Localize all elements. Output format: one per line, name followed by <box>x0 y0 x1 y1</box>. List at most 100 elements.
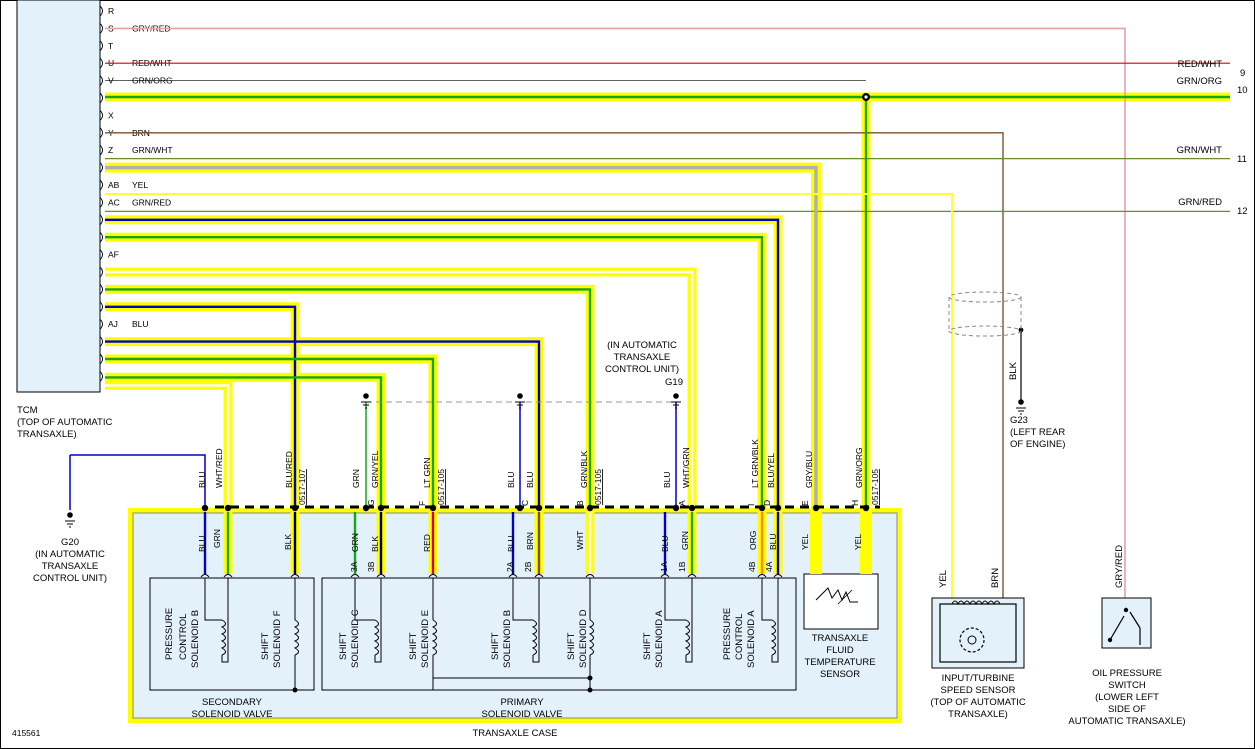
edge-number: 10 <box>1237 85 1248 96</box>
pin-connector-icon <box>99 75 103 86</box>
pin-connector-icon <box>99 92 103 104</box>
solenoid-lead <box>771 578 779 663</box>
tfts-label: SENSOR <box>820 669 860 680</box>
case-wire-label: 4A <box>764 561 774 572</box>
speed-sensor-wire-brn: BRN <box>990 568 1001 588</box>
case-wire-label: 3B <box>366 561 376 572</box>
speed-sensor-label: (TOP OF AUTOMATIC <box>930 697 1026 708</box>
connector-icon <box>773 574 783 578</box>
solenoid-label: SOLENOID B <box>190 610 201 668</box>
figure-id: 415561 <box>12 728 41 738</box>
wire-color-label: WHT/RED <box>214 448 224 488</box>
tcm-module <box>16 0 101 393</box>
solenoid-coil-icon <box>220 619 226 656</box>
connector-icon <box>290 574 300 578</box>
pin-connector-icon <box>99 284 103 295</box>
wire-highlight <box>105 337 544 510</box>
wire <box>105 357 435 510</box>
wire <box>105 384 230 510</box>
case-wire-label: BLK <box>283 534 293 550</box>
wire-color-label: G <box>366 499 376 506</box>
wire-color-label: 0517-105 <box>870 469 880 505</box>
tcm-pin-wire-color: YEL <box>132 180 148 190</box>
wire-color-label: BLU <box>662 471 672 488</box>
case-wire-label: BLK <box>370 536 380 552</box>
tcm-pin-id: AF <box>108 250 119 260</box>
connector-icon <box>660 574 670 578</box>
tfts-label: TRANSAXLE <box>812 633 869 644</box>
switch-contact-icon <box>1123 607 1129 613</box>
wire-color-label: BLU <box>197 471 207 488</box>
wire-color-label: B <box>575 500 585 506</box>
solenoid-coil-icon <box>431 619 437 656</box>
case-wire-label: ORG <box>748 531 758 550</box>
pin-connector-icon <box>99 110 103 121</box>
oil-pressure-switch-label: OIL PRESSURE <box>1092 668 1162 679</box>
wire <box>105 165 818 510</box>
connector-pin-icon <box>586 504 594 512</box>
tcm-label: TCM (TOP OF AUTOMATIC TRANSAXLE) <box>17 405 113 440</box>
tcm-pin-wire-color: BLU <box>132 319 149 329</box>
wire-color-label: GRN/YEL <box>370 450 380 488</box>
thermistor-arrow-icon <box>837 589 853 605</box>
wire-color-label: C <box>520 500 530 506</box>
wire-color-label: GRN <box>351 469 361 488</box>
wire <box>105 27 1126 598</box>
oil-pressure-switch-label: (LOWER LEFT <box>1095 692 1159 703</box>
primary-valve-label: SOLENOID VALVE <box>482 709 563 720</box>
solenoid-lead <box>685 578 693 663</box>
wire <box>105 193 953 598</box>
connector-pin-icon <box>774 504 782 512</box>
wire-color-label: 0517-105 <box>436 469 446 505</box>
solenoid-lead <box>374 578 382 663</box>
speed-sensor-label: SPEED SENSOR <box>941 685 1016 696</box>
splice-dot-icon <box>1018 327 1024 333</box>
oil-pressure-switch-label: SWITCH <box>1108 680 1146 691</box>
transaxle-case-label: TRANSAXLE CASE <box>473 728 558 739</box>
case-wire-label: 1B <box>677 561 687 572</box>
wire <box>105 218 780 510</box>
connector-icon <box>350 574 360 578</box>
pin-connector-icon <box>99 179 103 191</box>
case-wire-label: BLU <box>506 535 516 552</box>
solenoid-label: PRESSURE <box>722 608 733 660</box>
wire-color-label: F <box>417 501 427 506</box>
solenoid-coil-icon <box>531 619 537 656</box>
solenoid-label: PRESSURE <box>164 608 175 660</box>
g19-line: (IN AUTOMATIC <box>607 340 677 351</box>
transaxle-case <box>132 512 898 719</box>
solenoid-label: SHIFT <box>260 632 271 660</box>
g23-line: (LEFT REAR <box>1010 427 1065 438</box>
thermistor-icon <box>815 587 858 603</box>
wire <box>105 236 764 510</box>
ground-icon <box>363 393 369 399</box>
shielded-cable: BLK <box>948 291 1022 380</box>
pin-connector-icon <box>99 301 103 313</box>
wire-color-label: BLU <box>525 471 535 488</box>
pin-connector-icon <box>99 197 103 208</box>
solenoid-lead <box>221 578 229 663</box>
tcm-pin-id: Z <box>108 145 113 155</box>
solenoid-label: SHIFT <box>338 632 349 660</box>
solenoid-label: SOLENOID B <box>502 610 513 668</box>
wire <box>105 340 541 510</box>
markers <box>65 93 1026 693</box>
pin-connector-icon <box>99 336 103 347</box>
speed-sensor-label: TRANSAXLE) <box>948 709 1008 720</box>
connector-pin-icon <box>688 504 696 512</box>
pin-connector-icon <box>99 127 103 139</box>
tfts-label: FLUID <box>826 645 854 656</box>
tcm-label-line: TRANSAXLE) <box>17 429 77 440</box>
tcm-pin-id: R <box>108 6 114 16</box>
solenoid-label: SHIFT <box>490 632 501 660</box>
switch-arm-icon <box>1129 611 1141 629</box>
solenoid-coil-icon <box>770 619 776 656</box>
tfts-label: TEMPERATURE <box>804 657 875 668</box>
speed-sensor-hub-icon <box>967 635 977 645</box>
secondary-valve-label: SECONDARY <box>202 697 263 708</box>
connector-pin-icon <box>429 504 437 512</box>
connector-icon <box>534 574 544 578</box>
splice-dot-icon <box>587 687 593 693</box>
g23-code: G23 <box>1010 415 1028 426</box>
ground-icon <box>673 393 679 399</box>
